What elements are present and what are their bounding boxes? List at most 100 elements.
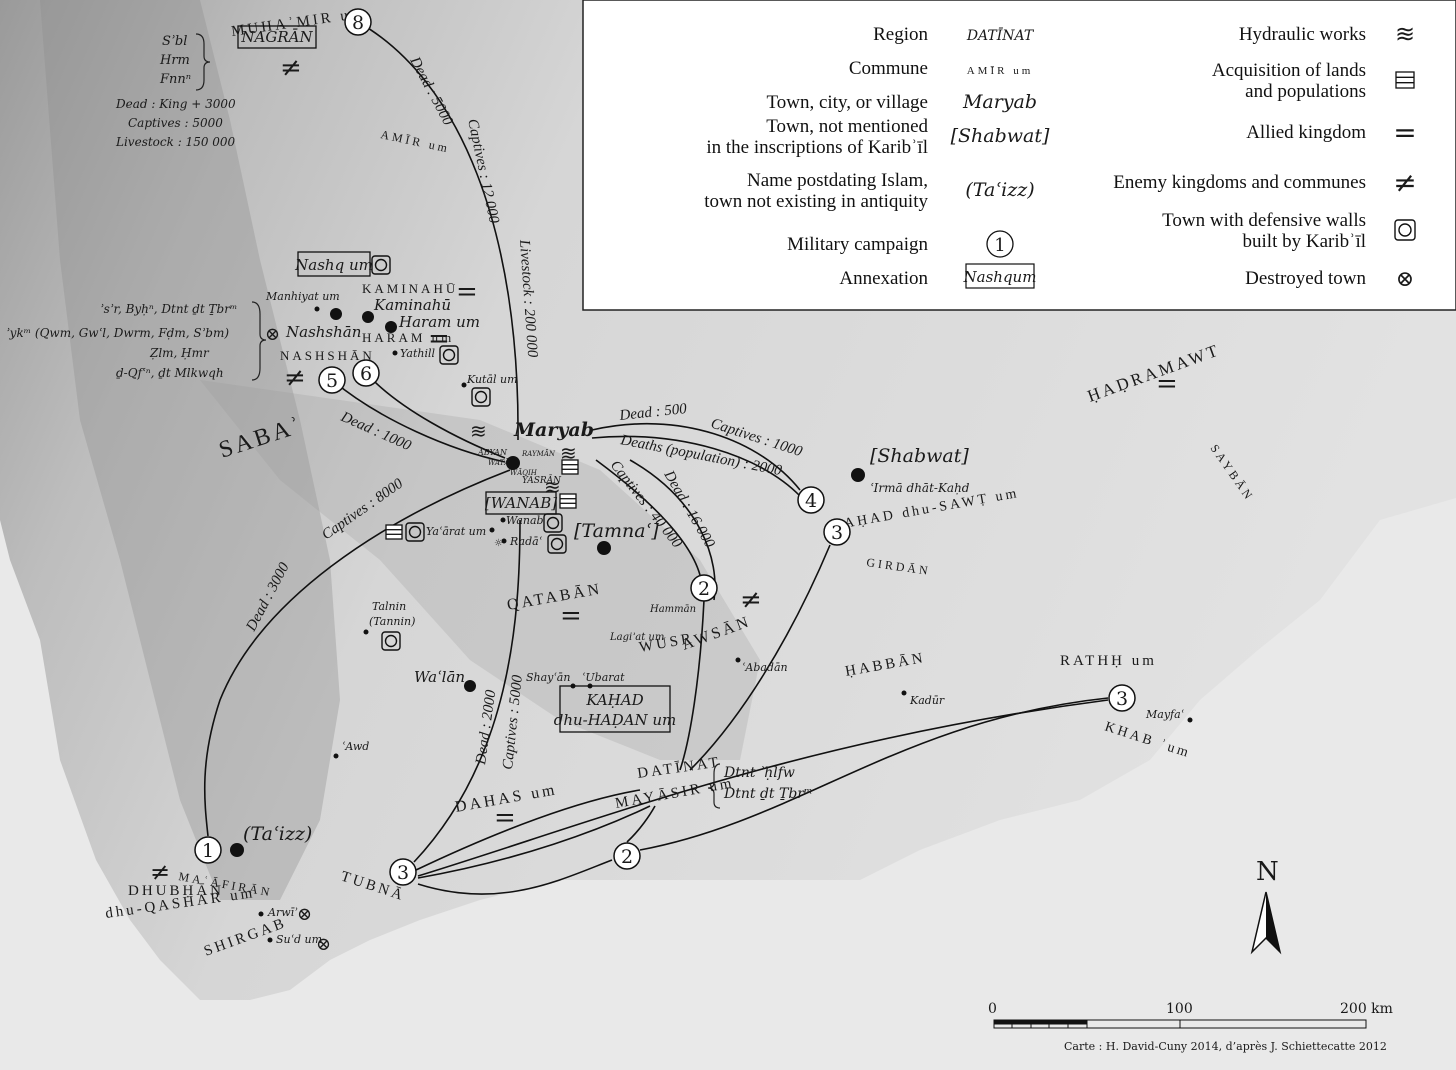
legend-label: built by Karibʾīl xyxy=(1243,231,1366,252)
campaign-marker-number: 3 xyxy=(831,522,843,544)
highland-shading xyxy=(40,0,340,900)
town-dot xyxy=(330,308,342,320)
enemy-icon: ≠ xyxy=(1393,166,1416,199)
annotation: Livestock : 150 000 xyxy=(115,135,236,149)
campaign-marker-number: 4 xyxy=(805,490,817,512)
brace-nashshan xyxy=(251,301,267,381)
scale-tick-0: 0 xyxy=(988,1001,997,1017)
annex-box xyxy=(559,685,671,733)
legend-label: and populations xyxy=(1245,81,1366,102)
campaign-marker-number: 2 xyxy=(621,846,633,868)
town-dot xyxy=(735,657,741,663)
annex-box xyxy=(297,251,371,277)
destroyed-icon: ⊗ xyxy=(316,934,331,955)
town-label: Shayʿān xyxy=(526,671,570,684)
walls-icon xyxy=(1394,219,1416,241)
town-label: (Taʿizz) xyxy=(243,823,312,845)
region-label: RATHḤ um xyxy=(1060,653,1157,669)
annex-box xyxy=(237,25,317,49)
town-dot xyxy=(363,629,369,635)
annotation: YASRĀN xyxy=(522,474,562,486)
town-dot xyxy=(267,937,273,943)
legend-label: Hydraulic works xyxy=(1239,24,1366,45)
brace-muhamir xyxy=(195,33,211,91)
campaign-marker-number: 5 xyxy=(326,370,338,392)
highland-shading-2 xyxy=(200,380,760,760)
enemy-icon: ≠ xyxy=(280,53,302,83)
town-label: Haram um xyxy=(398,313,480,331)
acquisition-icon xyxy=(1395,71,1415,89)
legend-label: Allied kingdom xyxy=(1246,122,1366,143)
annotation: Hrm xyxy=(159,53,190,68)
allied-icon: = xyxy=(494,803,516,833)
annotation: Captives : 5000 xyxy=(128,116,223,130)
town-label: Waʿlān xyxy=(414,668,465,686)
walls-icon xyxy=(543,513,563,533)
campaign-marker-icon xyxy=(194,836,222,864)
town-dot xyxy=(230,843,244,857)
route-campaign-5 xyxy=(331,379,506,463)
town-dot xyxy=(597,541,611,555)
towns-layer: Maryab[Shabwat][Tamnaʿ](Taʿizz)WaʿlānHar… xyxy=(230,290,1193,946)
allied-icon: = xyxy=(560,601,582,631)
campaign-routes xyxy=(203,21,1109,895)
legend-label: Military campaign xyxy=(787,234,928,255)
scale-bar xyxy=(993,1019,1367,1029)
acquisition-icon xyxy=(561,459,579,475)
north-arrow: N xyxy=(1250,857,1282,955)
annotation: Dead : King + 3000 xyxy=(115,97,236,111)
campaign-marker-number: 1 xyxy=(202,840,214,862)
town-dot xyxy=(1187,717,1193,723)
route-campaign-4 xyxy=(591,423,801,491)
route-campaign-2-south xyxy=(679,599,705,771)
town-dot xyxy=(258,911,264,917)
legend-label: Acquisition of lands xyxy=(1212,60,1366,81)
campaign-marker-icon xyxy=(318,366,346,394)
destroyed-icon: ⊗ xyxy=(1396,267,1414,292)
enemy-icon: ≠ xyxy=(150,858,170,886)
annotation: Sʾbl xyxy=(162,34,187,49)
campaign-marker-number: 2 xyxy=(698,578,710,600)
map-symbols: ≠ ≠ ≠ ≠ = = = = = ≋ ≋ ≋ ⊗ ⊗ ⊗ ☼ xyxy=(150,53,1178,955)
campaign-marker-icon xyxy=(823,518,851,546)
legend-example: Maryab xyxy=(962,91,1037,113)
town-label: Lagiʾat um xyxy=(609,632,664,643)
campaign-marker-icon xyxy=(352,359,380,387)
town-label: Kadūr xyxy=(909,694,945,707)
annex-box xyxy=(965,263,1035,289)
north-label: N xyxy=(1256,857,1279,887)
route-campaign-3-dahas xyxy=(413,519,521,863)
town-label: Suʿd um xyxy=(276,933,322,946)
town-label: Yaʿārat um xyxy=(426,525,486,538)
town-dot xyxy=(385,321,397,333)
walls-icon xyxy=(371,255,391,275)
route-campaign-3-khab xyxy=(417,699,1109,877)
allied-icon: = xyxy=(456,277,478,307)
legend-label: Destroyed town xyxy=(1245,268,1366,289)
route-campaign-3-tubna xyxy=(417,805,651,879)
map-credit: Carte : H. David-Cuny 2014, d’après J. S… xyxy=(1064,1040,1387,1053)
route-campaign-1 xyxy=(203,469,511,837)
scale-tick-200: 200 km xyxy=(1340,1001,1393,1017)
town-label: Nashshān xyxy=(285,323,361,341)
town-label: Wanab xyxy=(506,514,544,527)
campaign-marker-number: 3 xyxy=(397,862,409,884)
legend-label: Region xyxy=(873,24,928,45)
walls-icon xyxy=(405,522,425,542)
town-dot xyxy=(362,311,374,323)
legend-example: AMĪR um xyxy=(967,65,1034,77)
hydraulic-icon: ≋ xyxy=(470,419,487,443)
legend-example: 1 xyxy=(994,235,1005,256)
campaign-marker-icon xyxy=(389,858,417,886)
town-label: Mayfaʿ xyxy=(1145,708,1185,721)
annotation: ʾykᵐ (Qwm, Gwʿl, Dwrm, Fḍm, Sʾbm) xyxy=(6,326,229,340)
legend-example: DATĪNAT xyxy=(966,26,1035,44)
town-label: Radāʿ xyxy=(509,535,543,548)
hydraulic-icon: ≋ xyxy=(1395,20,1415,48)
town-dot xyxy=(392,350,398,356)
town-label: ʿUbarat xyxy=(582,671,625,684)
walls-icon xyxy=(547,534,567,554)
